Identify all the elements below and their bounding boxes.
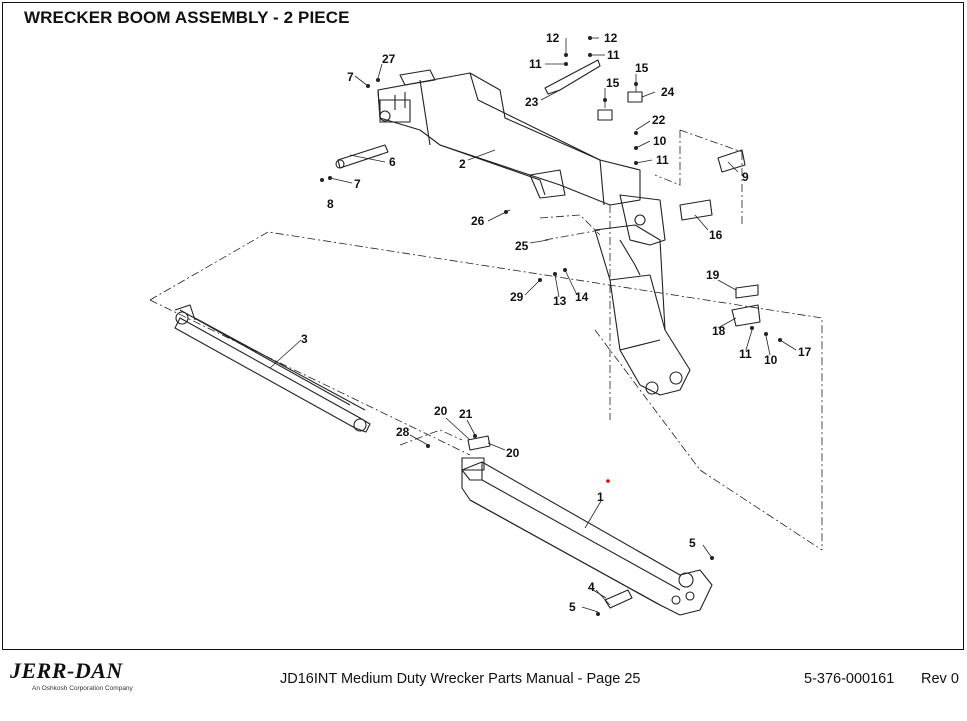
leader-lines xyxy=(269,37,797,613)
document-revision: Rev 0 xyxy=(921,671,959,687)
upper-boom-part xyxy=(377,69,666,246)
callout-11c: 11 xyxy=(656,153,669,167)
hardware-parts xyxy=(335,59,761,451)
callout-25: 25 xyxy=(515,239,529,253)
callout-27: 27 xyxy=(382,52,396,66)
callout-20b: 20 xyxy=(506,446,520,460)
callout-7b: 7 xyxy=(354,177,361,191)
page-title: WRECKER BOOM ASSEMBLY - 2 PIECE xyxy=(24,8,350,27)
drawing-frame xyxy=(2,2,964,650)
manual-title: JD16INT Medium Duty Wrecker Parts Manual… xyxy=(280,671,641,687)
callout-11a: 11 xyxy=(529,57,542,71)
callout-15b: 15 xyxy=(635,61,649,75)
callout-labels: 1 2 3 4 5 5 6 7 7 8 9 10 10 11 11 11 11 … xyxy=(301,31,812,614)
callout-5a: 5 xyxy=(689,536,696,550)
callout-18: 18 xyxy=(712,324,726,338)
callout-16: 16 xyxy=(709,228,723,242)
callout-14: 14 xyxy=(575,290,589,304)
company-tagline: An Oshkosh Corporation Company xyxy=(32,685,133,692)
callout-12b: 12 xyxy=(604,31,618,45)
fastener-markers xyxy=(320,36,782,616)
callout-8: 8 xyxy=(327,197,334,211)
lower-boom-part xyxy=(461,457,713,616)
callout-17: 17 xyxy=(798,345,812,359)
callout-9: 9 xyxy=(742,170,749,184)
callout-3: 3 xyxy=(301,332,308,346)
callout-15a: 15 xyxy=(606,76,620,90)
callout-6: 6 xyxy=(389,155,396,169)
callout-21: 21 xyxy=(459,407,473,421)
company-logo: JERR-DAN xyxy=(10,658,123,683)
page-footer: JERR-DAN An Oshkosh Corporation Company … xyxy=(0,652,967,721)
callout-23: 23 xyxy=(525,95,539,109)
callout-10a: 10 xyxy=(653,134,667,148)
document-part-number: 5-376-000161 xyxy=(804,671,895,687)
callout-19: 19 xyxy=(706,268,720,282)
callout-5b: 5 xyxy=(569,600,576,614)
hydraulic-cylinder-part xyxy=(174,304,371,433)
callout-12a: 12 xyxy=(546,31,560,45)
callout-22: 22 xyxy=(652,113,666,127)
callout-11d: 11 xyxy=(739,347,752,361)
callout-28: 28 xyxy=(396,425,410,439)
callout-20a: 20 xyxy=(434,404,448,418)
callout-10b: 10 xyxy=(764,353,778,367)
callout-26: 26 xyxy=(471,214,485,228)
callout-11b: 11 xyxy=(607,48,620,62)
callout-1: 1 xyxy=(597,490,604,504)
exploded-parts-diagram: 1 2 3 4 5 5 6 7 7 8 9 10 10 11 11 11 11 … xyxy=(149,31,823,616)
callout-29: 29 xyxy=(510,290,524,304)
assembly-centerlines xyxy=(149,129,823,551)
swing-arm-part xyxy=(594,224,691,396)
callout-13: 13 xyxy=(553,294,567,308)
callout-2: 2 xyxy=(459,157,466,171)
callout-24: 24 xyxy=(661,85,675,99)
callout-4: 4 xyxy=(588,580,595,594)
reference-dot xyxy=(606,479,610,483)
callout-7a: 7 xyxy=(347,70,354,84)
